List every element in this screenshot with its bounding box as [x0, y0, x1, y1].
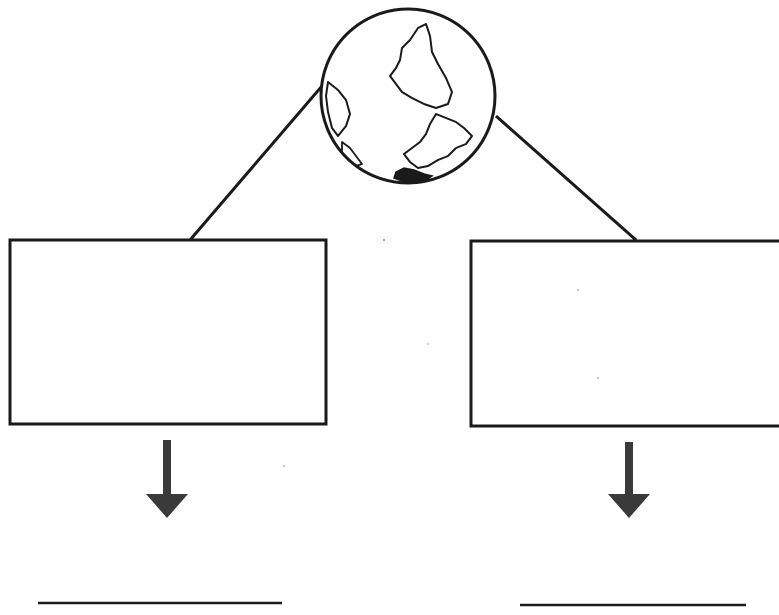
arrow-down-icon	[608, 442, 650, 518]
continent-lower-left	[341, 141, 363, 167]
continent-left-edge	[325, 81, 351, 137]
arrow-down-icon	[146, 440, 188, 518]
connector-right	[495, 114, 637, 242]
continent-middle	[403, 113, 473, 169]
left-box	[8, 238, 328, 426]
scan-speckles	[283, 239, 599, 467]
globe-icon	[319, 7, 497, 185]
connector-left	[188, 85, 324, 241]
continent-upper	[389, 23, 453, 109]
continent-lower	[393, 167, 434, 183]
right-box	[469, 239, 779, 428]
